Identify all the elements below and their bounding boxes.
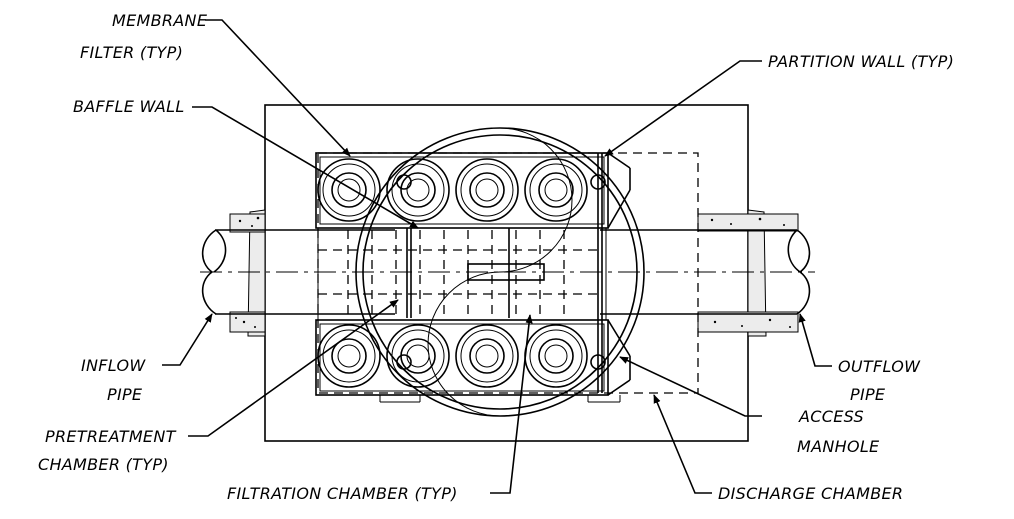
outlet-weir — [467, 263, 545, 281]
outflow-collar-bottom — [697, 311, 799, 333]
label-discharge-chamber: DISCHARGE CHAMBER — [718, 484, 903, 503]
label-filtration-chamber: FILTRATION CHAMBER (TYP) — [227, 484, 458, 503]
filter-bank-bottom — [315, 319, 631, 403]
leader-arrow-icon — [162, 19, 832, 494]
inflow-collar-bottom — [229, 311, 266, 333]
outflow-collar-top — [697, 213, 799, 232]
filter-cartridge-icon — [524, 158, 588, 222]
filter-bank-top — [315, 152, 631, 229]
discharge-chamber-outline — [317, 152, 699, 394]
filter-cartridge-icon — [386, 324, 450, 388]
label-inflow-pipe: PIPE — [107, 385, 143, 404]
filter-cartridge-icon — [455, 158, 519, 222]
label-membrane-filter-typ: FILTER (TYP) — [80, 43, 183, 62]
label-inflow: INFLOW — [81, 356, 146, 375]
manhole-s-curve — [427, 127, 573, 417]
concrete-stipple — [235, 216, 791, 328]
filter-cartridge-icon — [386, 158, 450, 222]
center-channel — [317, 227, 607, 321]
label-pretreatment: PRETREATMENT — [45, 427, 177, 446]
label-access: ACCESS — [798, 407, 864, 426]
filter-cartridge-icon — [455, 324, 519, 388]
label-partition-wall: PARTITION WALL (TYP) — [768, 52, 954, 71]
inflow-collar-top — [229, 213, 266, 233]
inflow-collar — [247, 209, 266, 337]
filtration-chamber-grid — [318, 230, 600, 315]
filter-cartridge-icon — [317, 158, 381, 222]
filter-cartridge-icon — [317, 324, 381, 388]
outflow-collar — [747, 209, 767, 337]
access-manhole-inner — [362, 134, 638, 410]
label-pretreatment-chamber: CHAMBER (TYP) — [38, 455, 169, 474]
label-membrane-filter: MEMBRANE — [112, 11, 208, 30]
filter-cartridge-icon — [524, 324, 588, 388]
label-outflow: OUTFLOW — [838, 357, 921, 376]
label-manhole: MANHOLE — [797, 437, 880, 456]
label-baffle-wall: BAFFLE WALL — [73, 97, 185, 116]
label-outflow-pipe: PIPE — [850, 385, 886, 404]
